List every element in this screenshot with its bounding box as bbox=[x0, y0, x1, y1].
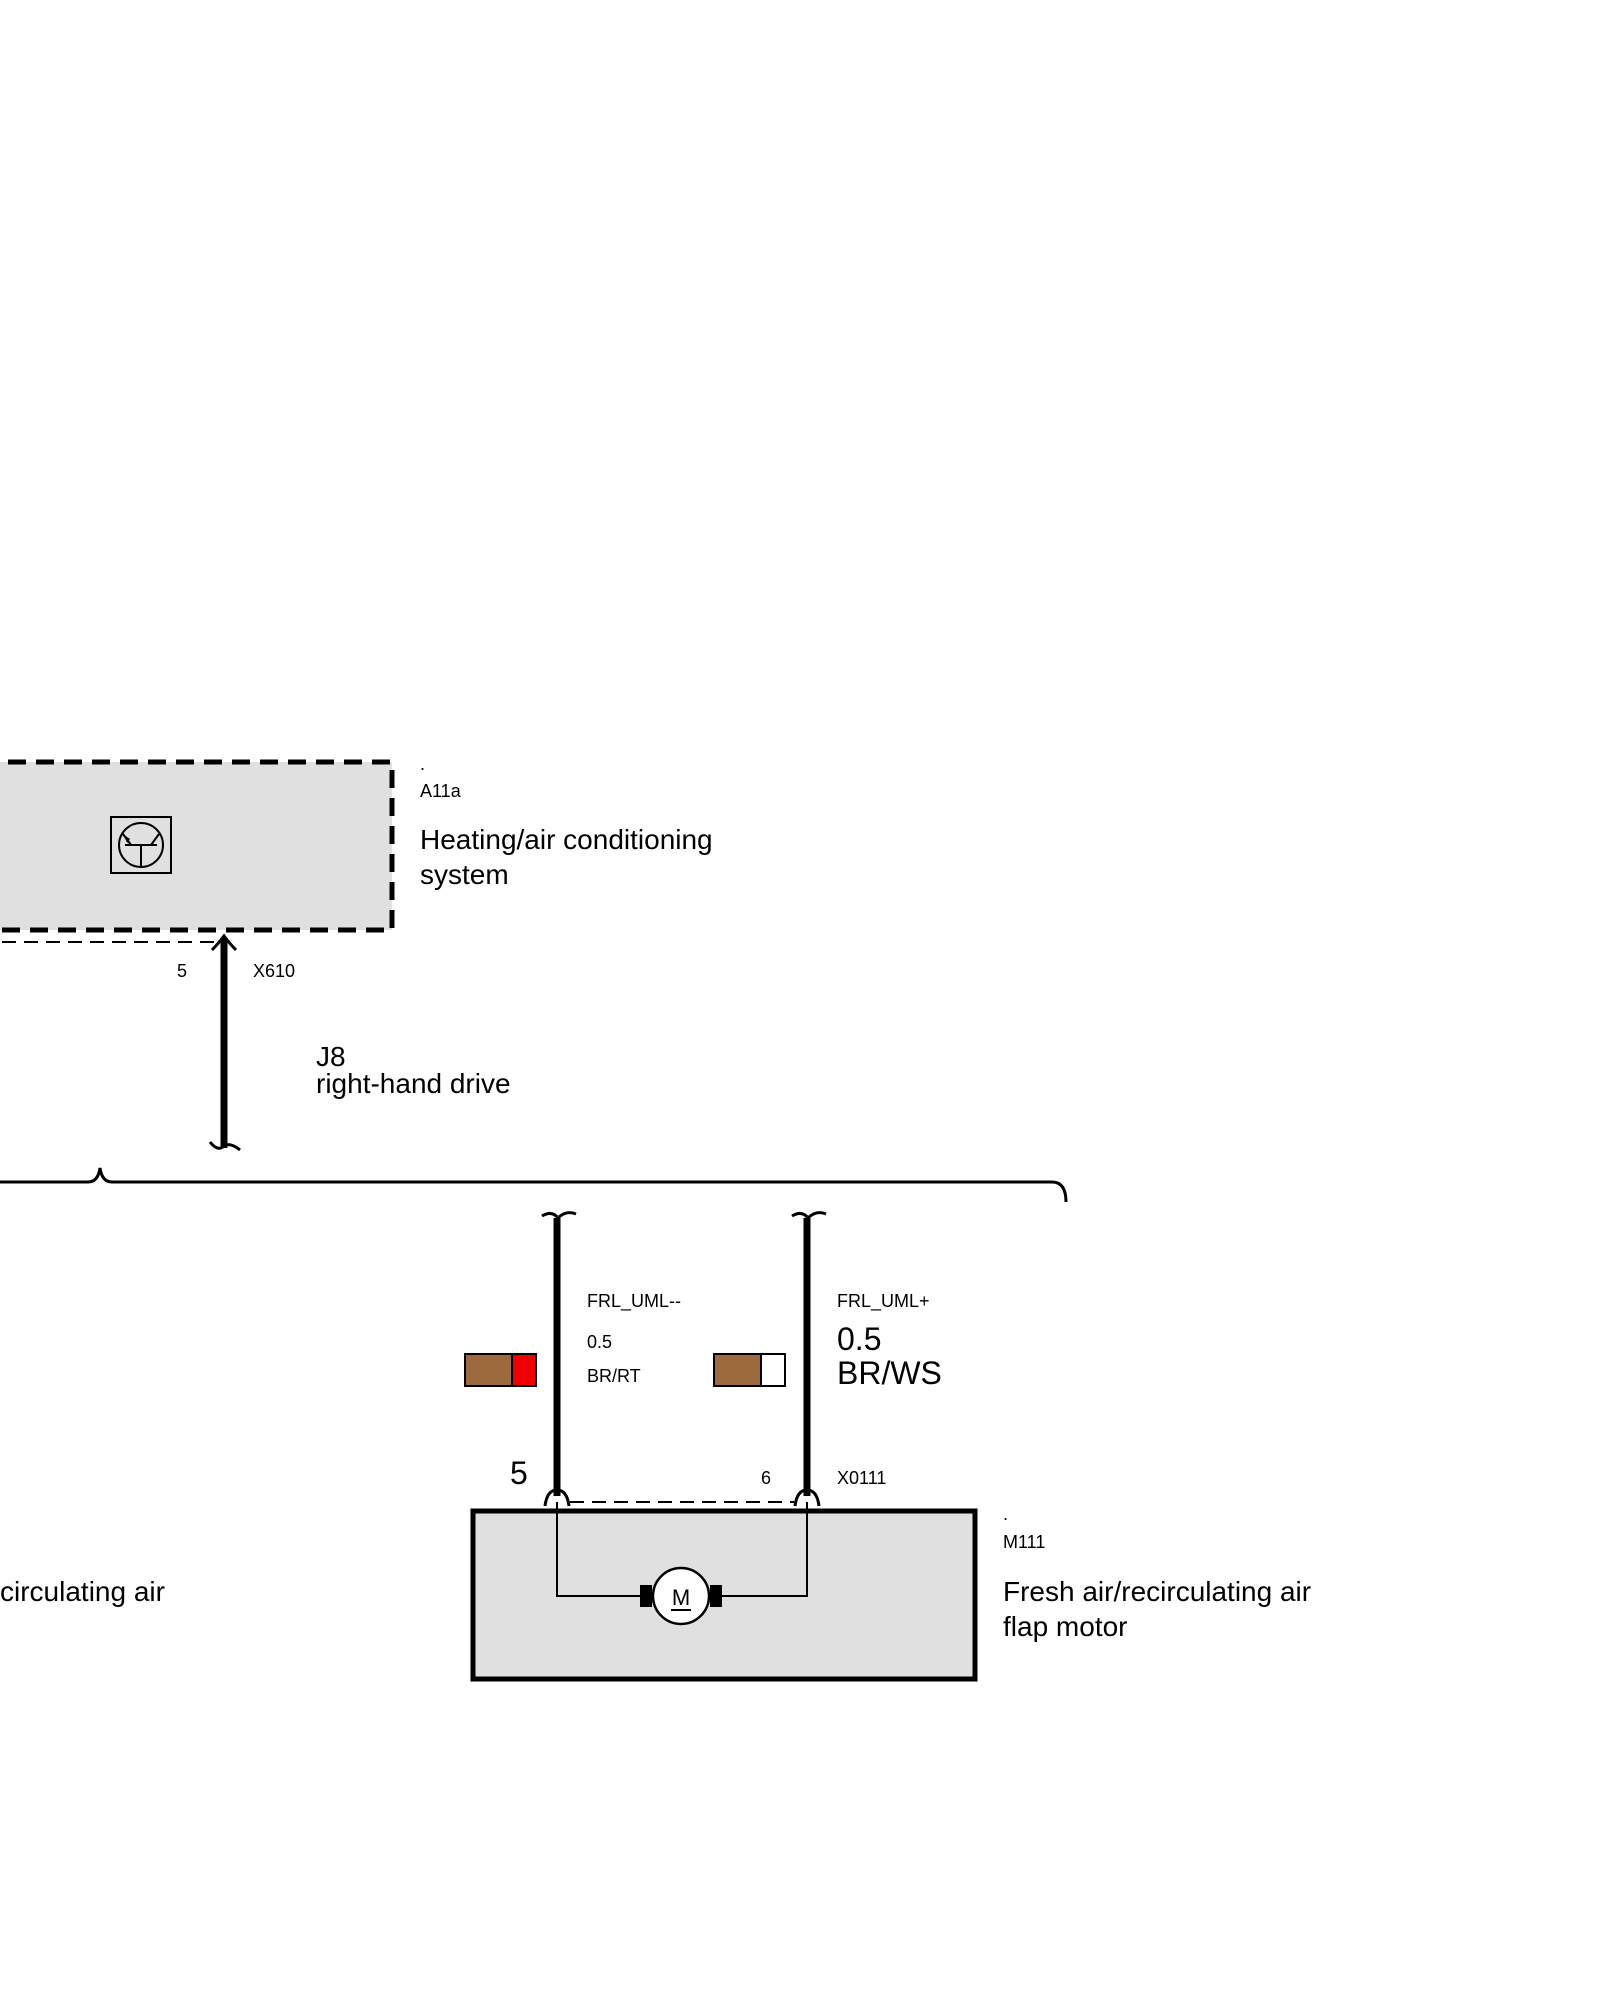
wire-frl-uml-plus bbox=[791, 1211, 827, 1507]
connector-x610-pin: 5 bbox=[177, 961, 187, 981]
motor-name-line1: Fresh air/recirculating air bbox=[1003, 1576, 1311, 1607]
control-unit-code: A11a bbox=[420, 781, 462, 801]
transistor-icon bbox=[110, 816, 172, 874]
motor-code: M111 bbox=[1003, 1532, 1045, 1552]
variant-label: right-hand drive bbox=[316, 1068, 511, 1099]
control-unit-name-line1: Heating/air conditioning bbox=[420, 824, 713, 855]
wire-x610 bbox=[208, 933, 241, 1152]
motor-dot: . bbox=[1003, 1504, 1008, 1524]
cut-off-component-label: circulating air bbox=[0, 1576, 165, 1607]
wire-frl-uml-minus bbox=[541, 1211, 577, 1507]
wire-right-signal: FRL_UML+ bbox=[837, 1291, 930, 1312]
variant-brace bbox=[0, 1167, 1068, 1203]
motor-icon: M bbox=[640, 1566, 722, 1626]
wire-color-swatch-br-ws bbox=[713, 1353, 786, 1387]
connector-x610-name: X610 bbox=[253, 961, 295, 981]
variant-code: J8 bbox=[316, 1041, 346, 1072]
control-unit-name-line2: system bbox=[420, 859, 509, 890]
wire-color-swatch-br-rt bbox=[464, 1353, 537, 1387]
wire-left-signal: FRL_UML-- bbox=[587, 1291, 681, 1312]
control-unit-dot: . bbox=[420, 754, 425, 774]
connector-x0111-pin-right: 6 bbox=[761, 1468, 771, 1488]
motor-symbol: M bbox=[672, 1585, 690, 1610]
motor-name-line2: flap motor bbox=[1003, 1611, 1128, 1642]
motor-m111: M bbox=[470, 1502, 978, 1682]
connector-x0111-pin-left: 5 bbox=[510, 1455, 528, 1491]
wire-right-gauge: 0.5 bbox=[837, 1321, 881, 1357]
wire-left-color-code: BR/RT bbox=[587, 1366, 641, 1386]
wire-left-gauge: 0.5 bbox=[587, 1332, 612, 1352]
control-unit-a11a bbox=[0, 759, 395, 943]
wire-right-color-code: BR/WS bbox=[837, 1355, 942, 1391]
connector-x0111-name: X0111 bbox=[837, 1468, 886, 1488]
